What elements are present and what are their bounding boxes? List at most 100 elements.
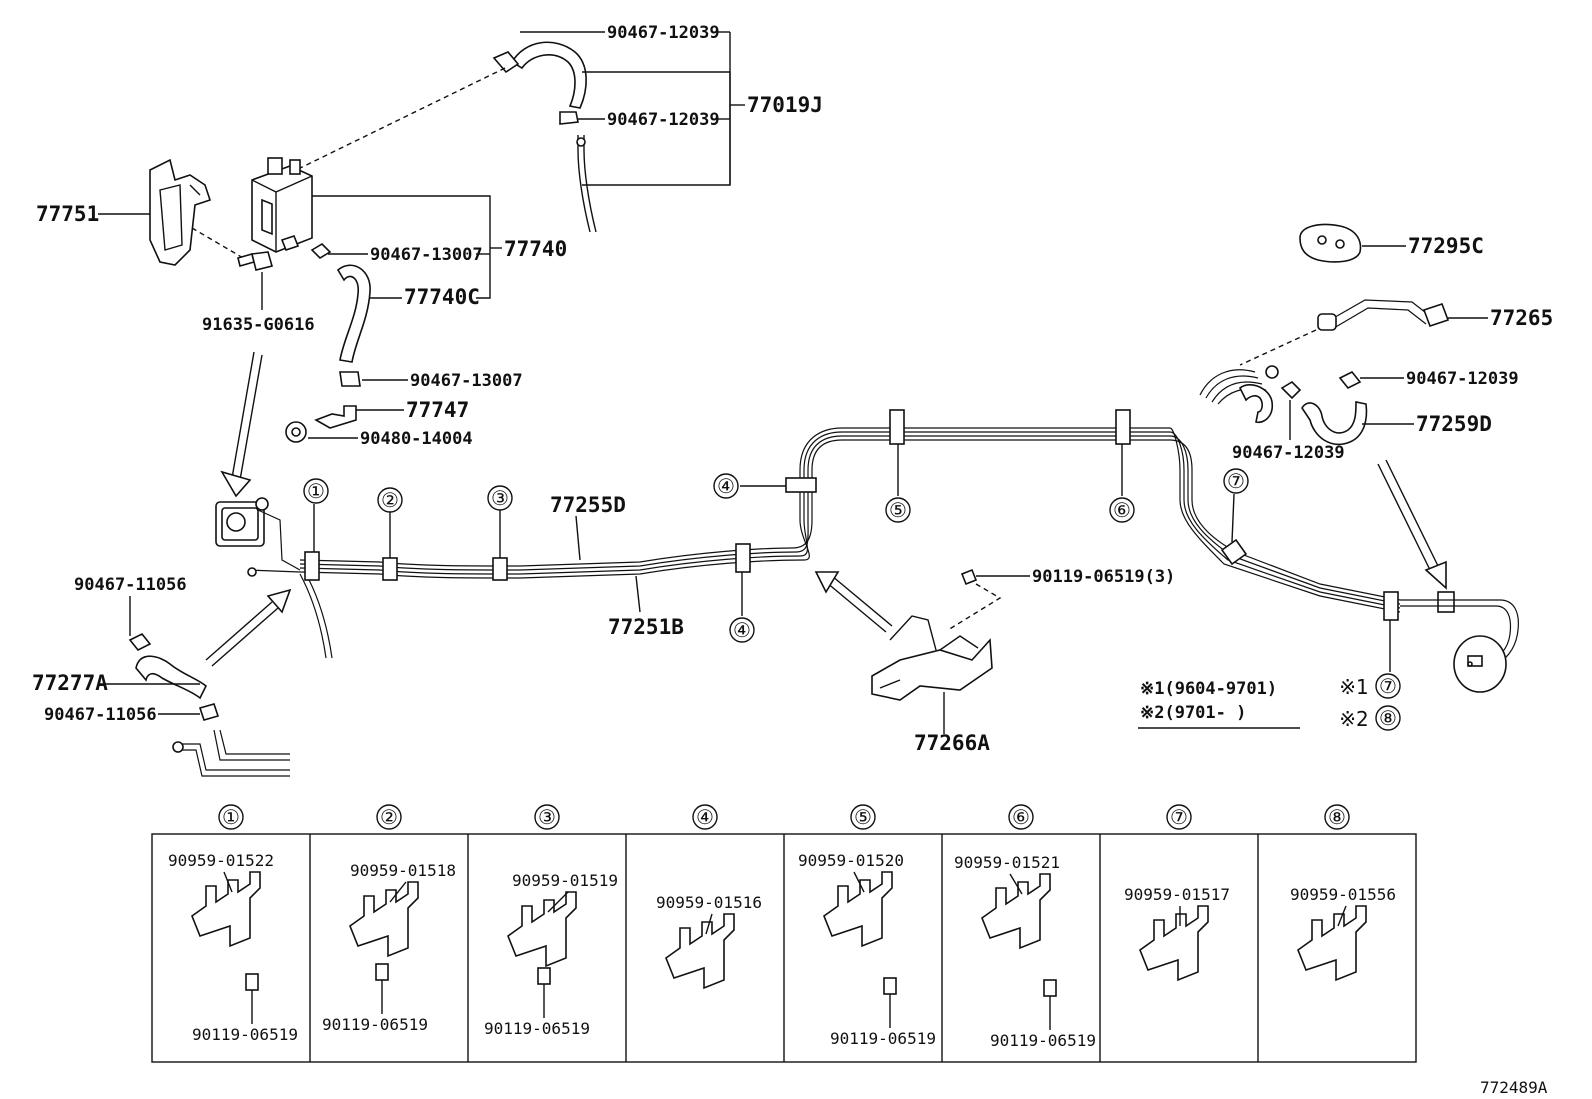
- table-header-circle: [1008, 804, 1034, 830]
- label-77251b: 77251B: [608, 615, 684, 639]
- label-77740c: 77740C: [404, 285, 480, 309]
- label-77747: 77747: [406, 398, 469, 422]
- table-header-num: ⑤: [854, 805, 872, 829]
- clamp-illustration: [191, 871, 261, 948]
- callout-6: ⑥: [1113, 498, 1131, 522]
- label-90467-12039-a: 90467-12039: [607, 23, 720, 43]
- hose-77019j-illustration: [492, 41, 597, 233]
- label-77277a: 77277A: [32, 671, 108, 695]
- table-header-circle: [850, 804, 876, 830]
- clamp-leader: [1009, 873, 1023, 895]
- callout-4-lower: ④: [733, 618, 751, 642]
- clamp-illustration: [823, 871, 893, 948]
- clamp-part-number: 90959-01518: [350, 861, 456, 880]
- label-90467-13007-a: 90467-13007: [370, 245, 483, 265]
- clamp-illustration: [1297, 905, 1367, 982]
- callout-4-upper: ④: [717, 474, 735, 498]
- pipe-clamps: [304, 409, 1455, 621]
- label-77265: 77265: [1490, 306, 1553, 330]
- label-90467-12039-b: 90467-12039: [607, 110, 720, 130]
- clamp-part-number: 90959-01519: [512, 871, 618, 890]
- label-90467-11056-a: 90467-11056: [74, 575, 187, 595]
- clamp-leader: [547, 891, 569, 913]
- clamp-part-number: 90959-01556: [1290, 885, 1396, 904]
- table-header-circle: [376, 804, 402, 830]
- bolt-illustration: [1043, 979, 1057, 997]
- label-90119-06519-3: 90119-06519(3): [1032, 567, 1175, 587]
- figure-id: 772489A: [1480, 1078, 1548, 1097]
- callout-7-upper: ⑦: [1227, 469, 1245, 493]
- table-header-circle: [692, 804, 718, 830]
- canister-77740-illustration: [251, 157, 313, 253]
- label-91635-g0616: 91635-G0616: [202, 315, 315, 335]
- callout-3-top: ③: [491, 486, 509, 510]
- table-header-circle: [218, 804, 244, 830]
- label-77019j: 77019J: [747, 93, 823, 117]
- fuel-sender-illustration: [1400, 599, 1519, 693]
- label-77295c: 77295C: [1408, 234, 1484, 258]
- label-90467-12039-d: 90467-12039: [1232, 443, 1345, 463]
- callout-7-lower: ⑦: [1379, 674, 1397, 698]
- label-90467-11056-b: 90467-11056: [44, 705, 157, 725]
- clamp-leader: [1337, 905, 1347, 927]
- callout-5: ⑤: [889, 498, 907, 522]
- pipe-77265-illustration: [1317, 299, 1450, 331]
- bolt-91635-illustration: [237, 251, 273, 271]
- clamp-table: ① 90959-01522 90119-06519 ② 90959-01518 90119…: [151, 804, 1417, 1063]
- clamp-part-number: 90959-01522: [168, 851, 274, 870]
- table-header-num: ④: [696, 805, 714, 829]
- note-mark-1: ※1: [1339, 675, 1368, 699]
- fuel-pipe-bundle: [215, 427, 1401, 659]
- clamp-leader: [705, 913, 713, 935]
- label-77259d: 77259D: [1416, 412, 1492, 436]
- clamp-illustration: [349, 881, 419, 958]
- bolt-illustration: [245, 973, 259, 991]
- clamp-illustration: [507, 891, 577, 968]
- pipe-bundle-right-illustration: [1199, 365, 1279, 424]
- table-header-num: ②: [380, 805, 398, 829]
- bolt-illustration: [883, 977, 897, 995]
- bolt-part-number: 90119-06519: [192, 1025, 298, 1044]
- clamp-part-number: 90959-01517: [1124, 885, 1230, 904]
- table-header-circle: [1166, 804, 1192, 830]
- label-77751: 77751: [36, 202, 99, 226]
- callout-2-top: ②: [381, 488, 399, 512]
- label-77740: 77740: [504, 237, 567, 261]
- bolt-part-number: 90119-06519: [990, 1031, 1096, 1050]
- label-90467-12039-c: 90467-12039: [1406, 369, 1519, 389]
- clamp-illustration: [981, 873, 1051, 950]
- clamp-part-number: 90959-01516: [656, 893, 762, 912]
- note-2: ※2(9701- ): [1140, 703, 1246, 723]
- bolt-part-number: 90119-06519: [322, 1015, 428, 1034]
- note-mark-2: ※2: [1339, 707, 1368, 731]
- bolt-part-number: 90119-06519: [830, 1029, 936, 1048]
- clamp-leader: [853, 871, 865, 893]
- table-header-num: ③: [538, 805, 556, 829]
- label-90480-14004: 90480-14004: [360, 429, 473, 449]
- label-77266a: 77266A: [914, 731, 990, 755]
- fuel-tube-1: [299, 439, 1401, 601]
- clamp-part-number: 90959-01521: [954, 853, 1060, 872]
- label-77255d: 77255D: [550, 493, 626, 517]
- callout-1-top: ①: [307, 479, 325, 503]
- table-header-num: ⑧: [1328, 805, 1346, 829]
- clamp-part-number: 90959-01520: [798, 851, 904, 870]
- table-header-circle: [534, 804, 560, 830]
- note-1: ※1(9604-9701): [1140, 679, 1277, 699]
- bolt-illustration: [375, 963, 389, 981]
- bolt-part-number: 90119-06519: [484, 1019, 590, 1038]
- clamp-leader: [223, 871, 233, 893]
- clamp-illustration: [1139, 905, 1209, 982]
- fuel-tube-4: [299, 427, 1401, 613]
- bolt-illustration: [537, 967, 551, 985]
- table-header-num: ⑦: [1170, 805, 1188, 829]
- bracket-77266a-illustration: [871, 615, 993, 701]
- clamp-leader: [389, 881, 407, 903]
- label-90467-13007-b: 90467-13007: [410, 371, 523, 391]
- table-header-circle: [1324, 804, 1350, 830]
- callout-8-note: ⑧: [1379, 706, 1397, 730]
- clamp-illustration: [665, 913, 735, 990]
- table-header-num: ①: [222, 805, 240, 829]
- table-header-num: ⑥: [1012, 805, 1030, 829]
